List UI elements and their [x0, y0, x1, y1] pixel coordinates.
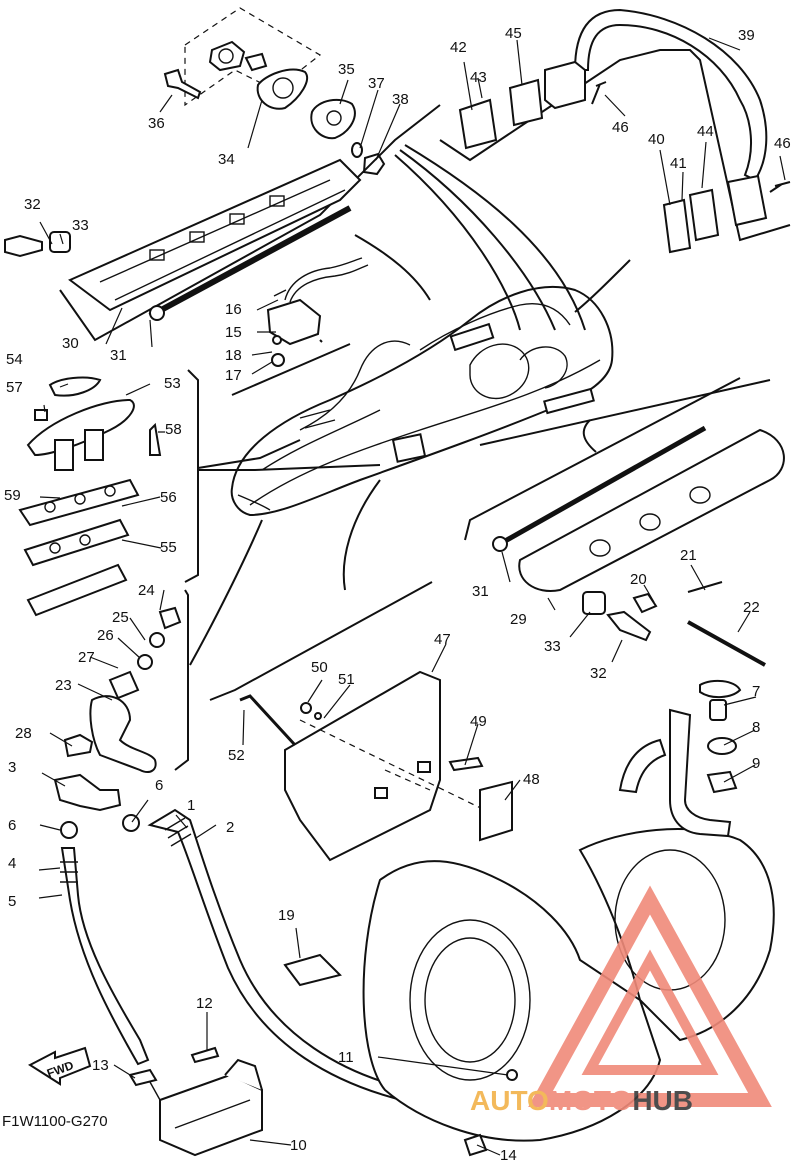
callout-44: 44: [697, 123, 714, 140]
electrical-box-assembly: [27, 1046, 263, 1157]
upper-left-rail: [4, 104, 441, 342]
callout-24: 24: [138, 582, 155, 599]
callout-54: 54: [6, 351, 23, 368]
callout-18: 18: [225, 347, 242, 364]
callout-labels: 1 2 3 4 5 6 6 7 8 9 10 11 12 13 14 15 16…: [4, 25, 791, 1162]
callout-43: 43: [470, 69, 487, 86]
cleat-assembly: [18, 376, 162, 617]
callout-21: 21: [680, 547, 697, 564]
callout-11: 11: [338, 1049, 354, 1066]
callout-55: 55: [160, 539, 177, 556]
bracket-assembly: [63, 606, 182, 773]
callout-16: 16: [225, 301, 242, 318]
callout-31-b: 31: [472, 583, 489, 600]
callout-4: 4: [8, 855, 16, 872]
callout-26: 26: [97, 627, 114, 644]
callout-50: 50: [311, 659, 328, 676]
callout-59: 59: [4, 487, 21, 504]
callout-13: 13: [92, 1057, 109, 1074]
callout-7: 7: [752, 683, 760, 700]
callout-19: 19: [278, 907, 295, 924]
callout-33-b: 33: [544, 638, 561, 655]
callout-6: 6: [8, 817, 16, 834]
callout-38: 38: [392, 91, 409, 108]
callout-25: 25: [112, 609, 129, 626]
callout-56: 56: [160, 489, 177, 506]
callout-36: 36: [148, 115, 165, 132]
callout-39: 39: [738, 27, 755, 44]
callout-45: 45: [505, 25, 522, 42]
callout-31: 31: [110, 347, 127, 364]
callout-6-b: 6: [155, 777, 163, 794]
callout-47: 47: [434, 631, 451, 648]
callout-10: 10: [290, 1137, 307, 1154]
leader-lines: [38, 37, 786, 1156]
callout-48: 48: [523, 771, 540, 788]
callout-52: 52: [228, 747, 245, 764]
callout-51: 51: [338, 671, 355, 688]
bracket-line-left: [184, 369, 199, 583]
grab-handle-assembly: [439, 8, 791, 254]
connector-lines: [189, 144, 771, 666]
watermark-triangle-icon: [528, 885, 772, 1107]
callout-2: 2: [226, 819, 234, 836]
callout-32: 32: [24, 196, 41, 213]
callout-30: 30: [62, 335, 79, 352]
watermark: AUTOMOTOHUB: [470, 885, 772, 1116]
callout-32-b: 32: [590, 665, 607, 682]
callout-22: 22: [743, 599, 760, 616]
callout-5: 5: [8, 893, 16, 910]
bracket-line-left-lower: [174, 589, 189, 771]
callout-35: 35: [338, 61, 355, 78]
callout-15: 15: [225, 324, 242, 341]
callout-29: 29: [510, 611, 527, 628]
callout-58: 58: [165, 421, 182, 438]
callout-37: 37: [368, 75, 385, 92]
callout-49: 49: [470, 713, 487, 730]
callout-14: 14: [500, 1147, 517, 1162]
callout-27: 27: [78, 649, 95, 666]
watermark-text-auto: AUTOMOTOHUB: [470, 1085, 693, 1116]
callout-41: 41: [670, 155, 687, 172]
callout-42: 42: [450, 39, 467, 56]
callout-33: 33: [72, 217, 89, 234]
callout-9: 9: [752, 755, 760, 772]
watermark-inner-triangle-icon: [581, 949, 719, 1075]
callout-3: 3: [8, 759, 16, 776]
water-sensor-assembly: [266, 257, 369, 367]
callout-8: 8: [752, 719, 760, 736]
diagram-code: F1W1100-G270: [2, 1113, 108, 1130]
callout-40: 40: [648, 131, 665, 148]
callout-17: 17: [225, 367, 242, 384]
watercraft-hull: [230, 286, 614, 517]
callout-57: 57: [6, 379, 23, 396]
callout-34: 34: [218, 151, 235, 168]
callout-20: 20: [630, 571, 647, 588]
seat-lock-assembly: [163, 7, 386, 176]
callout-28: 28: [15, 725, 32, 742]
callout-46: 46: [612, 119, 629, 136]
callout-12: 12: [196, 995, 213, 1012]
lower-right-rail: [464, 377, 785, 667]
callout-46-b: 46: [774, 135, 791, 152]
pump-cover-assembly: [209, 581, 513, 862]
callout-1: 1: [187, 797, 195, 814]
callout-53: 53: [164, 375, 181, 392]
callout-23: 23: [55, 677, 72, 694]
